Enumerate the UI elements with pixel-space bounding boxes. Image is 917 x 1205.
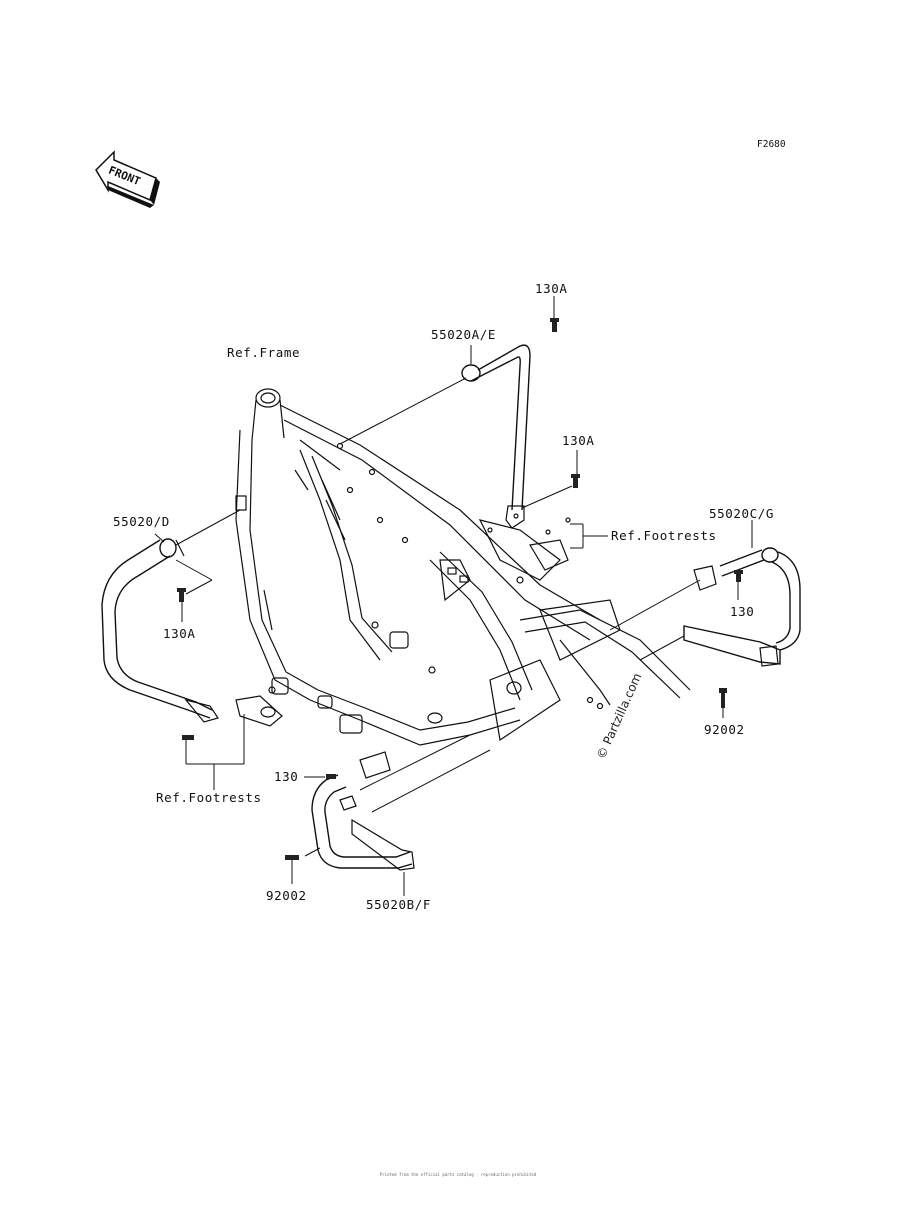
label-55020ae: 55020A/E <box>431 327 496 342</box>
footer-text: Printed from the official parts catalog … <box>380 1172 537 1177</box>
frame-drawing <box>235 388 691 746</box>
label-130-right: 130 <box>730 604 754 619</box>
leader-lines <box>154 296 753 896</box>
label-130a-mid: 130A <box>562 433 595 448</box>
guard-55020d <box>101 538 219 723</box>
label-130-left: 130 <box>274 769 298 784</box>
guard-55020bf <box>311 751 415 871</box>
label-130a-left: 130A <box>163 626 196 641</box>
label-130a-top: 130A <box>535 281 568 296</box>
footrest-bracket-left <box>235 686 283 727</box>
watermark: © Partzilla.com <box>594 671 644 761</box>
label-55020d: 55020/D <box>113 514 170 529</box>
guard-55020ae <box>461 344 531 529</box>
bolt-130-left-icon <box>326 774 336 779</box>
label-ref-footrests-right: Ref.Footrests <box>611 528 717 543</box>
footrest-bracket-right <box>478 517 571 581</box>
label-92002-right: 92002 <box>704 722 745 737</box>
label-ref-frame: Ref.Frame <box>227 345 300 360</box>
bolt-130-right-icon <box>734 570 743 582</box>
bolt-92002-right-icon <box>719 688 727 708</box>
label-55020bf: 55020B/F <box>366 897 431 912</box>
label-ref-footrests-left: Ref.Footrests <box>156 790 262 805</box>
bolt-130a-left-icon <box>177 588 186 602</box>
label-92002-left: 92002 <box>266 888 307 903</box>
figure-code: F2680 <box>757 139 786 150</box>
bolt-130a-mid-icon <box>571 474 580 488</box>
bolt-footrest-left-icon <box>182 735 194 740</box>
bolt-92002-left-icon <box>285 855 299 860</box>
label-55020cg: 55020C/G <box>709 506 774 521</box>
guard-55020cg <box>683 547 801 667</box>
bolt-130a-top-icon <box>550 318 559 332</box>
front-arrow-icon: FRONT <box>95 150 160 208</box>
